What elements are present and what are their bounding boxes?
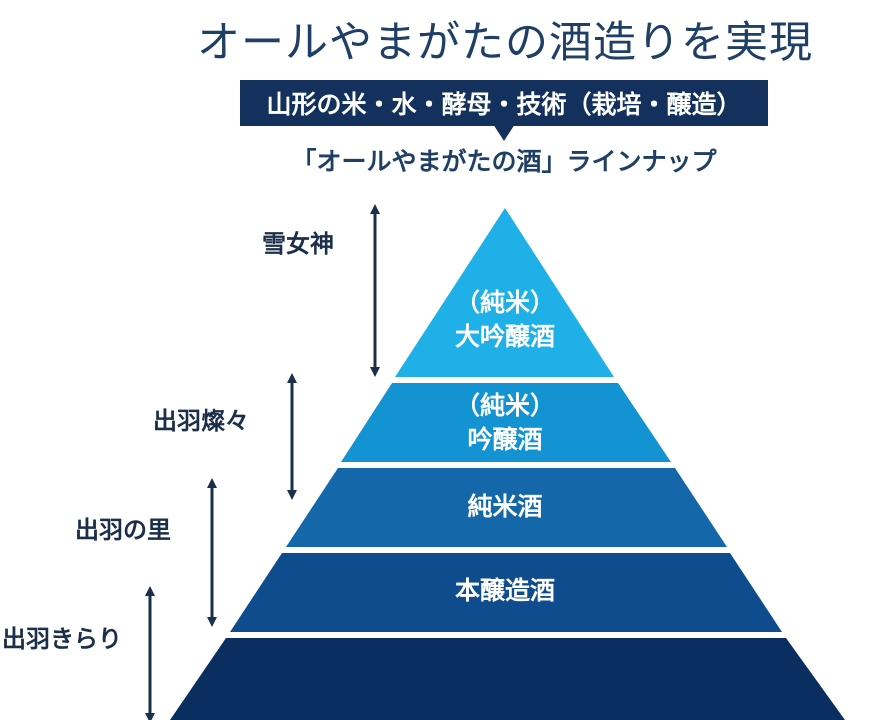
tier-label-ginjo-line1: （純米） xyxy=(454,391,555,420)
pyramid-tier-ginjo xyxy=(341,383,671,462)
brand-label-dewasansan: 出羽燦々 xyxy=(153,407,249,435)
tier-label-honjozo-line1: 本醸造酒 xyxy=(454,576,555,605)
pyramid-tier-daiginjo xyxy=(395,208,614,377)
tier-label-daiginjo-line1: （純米） xyxy=(454,288,555,317)
brand-label-yukimegami: 雪女神 xyxy=(262,230,334,258)
tier-label-ginjo: （純米） 吟醸酒 xyxy=(405,389,605,457)
tier-label-honjozo: 本醸造酒 xyxy=(405,574,605,608)
pyramid-tier-junmai xyxy=(286,468,727,547)
banner-pointer-icon xyxy=(493,124,515,141)
ingredients-banner-text: 山形の米・水・酵母・技術（栽培・醸造） xyxy=(266,90,742,119)
brand-label-dewakirari: 出羽きらり xyxy=(2,625,122,653)
pyramid-tier-honjozo xyxy=(230,553,782,632)
tier-label-junmai-line1: 純米酒 xyxy=(467,492,543,521)
tier-label-daiginjo: （純米） 大吟醸酒 xyxy=(405,286,605,354)
tier-label-daiginjo-line2: 大吟醸酒 xyxy=(454,322,555,351)
brand-label-dewanosato: 出羽の里 xyxy=(75,516,171,544)
pyramid-tier-base xyxy=(170,638,845,720)
lineup-heading: 「オールやまがたの酒」ラインナップ xyxy=(291,147,717,176)
page-title: オールやまがたの酒造りを実現 xyxy=(197,18,813,68)
ingredients-banner: 山形の米・水・酵母・技術（栽培・醸造） xyxy=(240,80,768,126)
tier-label-ginjo-line2: 吟醸酒 xyxy=(467,425,543,454)
tier-label-junmai: 純米酒 xyxy=(405,490,605,524)
